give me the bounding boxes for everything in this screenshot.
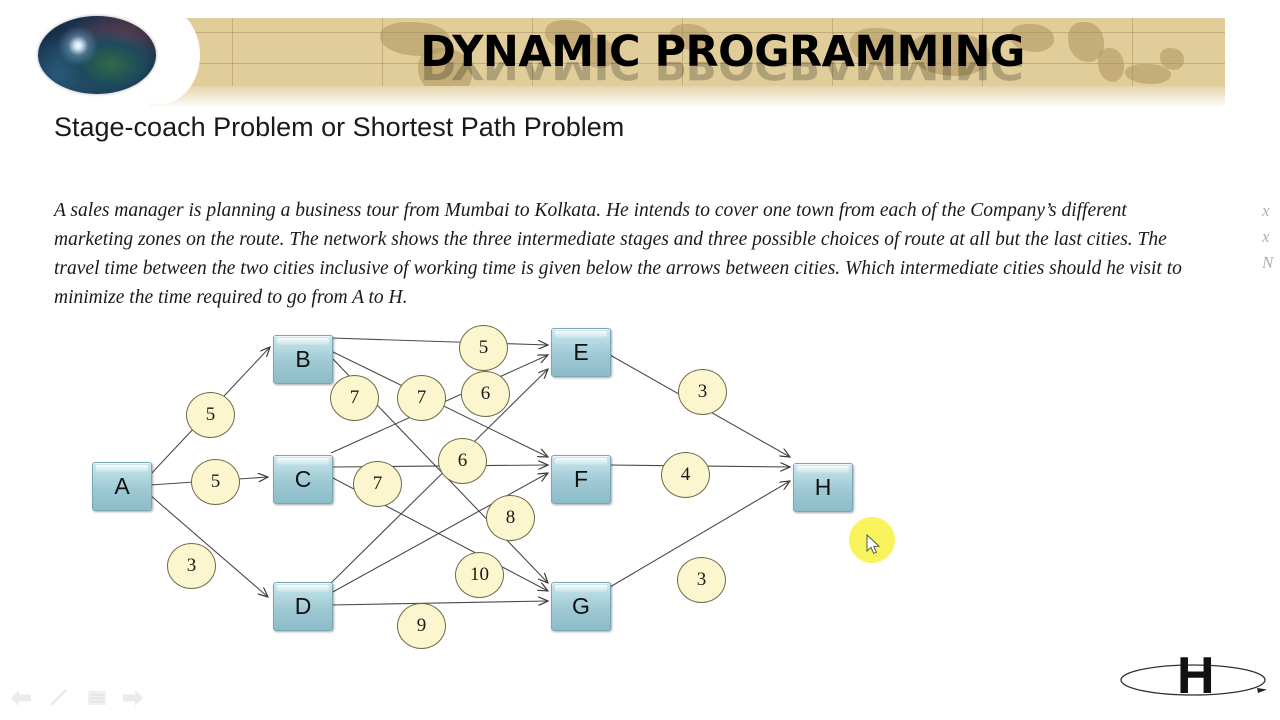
edge-weight-B-F: 7 [330, 375, 379, 421]
banner-title: DYNAMIC PROGRAMMING [420, 27, 1025, 77]
menu-icon[interactable] [84, 686, 110, 710]
node-C[interactable]: C [273, 455, 333, 504]
edge-weight-A-B: 5 [186, 392, 235, 438]
back-arrow-icon[interactable] [8, 686, 34, 710]
globe-icon [38, 16, 156, 94]
globe-logo [0, 0, 230, 110]
corner-logo: H [1115, 648, 1275, 710]
banner-title-reflection: DYNAMIC PROGRAMMING [420, 62, 1025, 88]
node-G-label: G [572, 593, 590, 619]
orbit-icon [1120, 664, 1267, 696]
presentation-toolbar[interactable] [8, 686, 148, 712]
node-F[interactable]: F [551, 455, 611, 504]
node-B-label: B [295, 346, 311, 372]
mouse-cursor [866, 534, 881, 555]
corner-logo-letter: H [1177, 647, 1215, 705]
edge-weight-C-E: 6 [461, 371, 510, 417]
edge-weight-F-H: 4 [661, 452, 710, 498]
node-F-label: F [573, 466, 589, 492]
edge-weight-B-E: 5 [459, 325, 508, 371]
node-H-label: H [814, 474, 832, 500]
header-banner: DYNAMIC PROGRAMMING [150, 18, 1225, 86]
edge-weight-D-E: 6 [438, 438, 487, 484]
edge-weight-A-D: 3 [167, 543, 216, 589]
node-A[interactable]: A [92, 462, 152, 511]
node-D-label: D [294, 593, 312, 619]
edge-weight-D-G: 9 [397, 603, 446, 649]
node-G[interactable]: G [551, 582, 611, 631]
banner-reflection-strip [150, 86, 1225, 108]
edge-weight-B-G: 7 [397, 375, 446, 421]
edge-weight-D-F: 8 [486, 495, 535, 541]
node-B[interactable]: B [273, 335, 333, 384]
pen-icon[interactable] [46, 686, 72, 710]
node-H[interactable]: H [793, 463, 853, 512]
node-E[interactable]: E [551, 328, 611, 377]
node-A-label: A [114, 473, 130, 499]
edge-weight-C-G: 10 [455, 552, 504, 598]
problem-statement: A sales manager is planning a business t… [54, 200, 1182, 308]
edge-weight-A-C: 5 [191, 459, 240, 505]
node-D[interactable]: D [273, 582, 333, 631]
edge-weight-E-H: 3 [678, 369, 727, 415]
edge-weight-C-F: 7 [353, 461, 402, 507]
page-title: Stage-coach Problem or Shortest Path Pro… [54, 112, 625, 142]
edge-weight-G-H: 3 [677, 557, 726, 603]
node-C-label: C [294, 466, 312, 492]
forward-arrow-icon[interactable] [120, 686, 146, 710]
stagecoach-network-diagram: A B C D E F G H 5 5 3 5 7 7 6 7 10 6 8 9… [0, 305, 1280, 665]
node-E-label: E [573, 339, 589, 365]
clipped-right-text: x x N [1262, 201, 1274, 272]
